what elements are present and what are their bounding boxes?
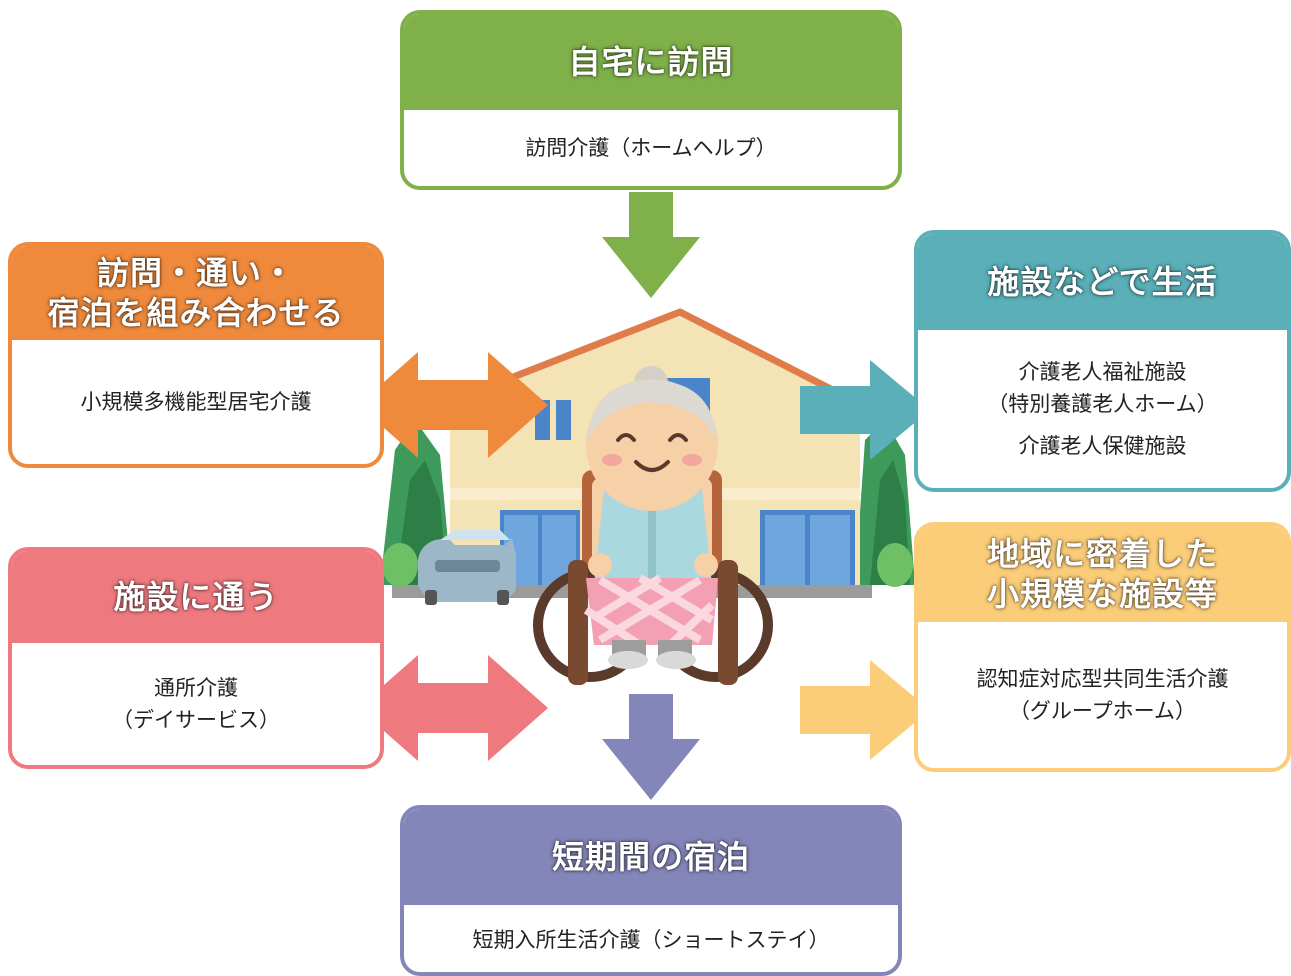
- community-facility-title: 地域に密着した 小規模な施設等: [918, 526, 1287, 622]
- community-facility-body: 認知症対応型共同生活介護 （グループホーム）: [918, 622, 1287, 768]
- short-stay-card: 短期間の宿泊 短期入所生活介護（ショートステイ）: [400, 805, 902, 976]
- day-facility-body: 通所介護 （デイサービス）: [12, 643, 380, 765]
- title-line: 宿泊を組み合わせる: [47, 294, 345, 332]
- tree-icon: [855, 420, 915, 587]
- wheelchair-grandmother-illustration: [533, 366, 773, 685]
- arrow-down-green: [602, 192, 700, 298]
- home-visit-title: 自宅に訪問: [404, 14, 898, 110]
- service-item: 介護老人保健施設: [1018, 434, 1187, 458]
- service-item: 認知症対応型共同生活介護: [976, 667, 1229, 691]
- facility-living-card: 施設などで生活 介護老人福祉施設 （特別養護老人ホーム） 介護老人保健施設: [914, 230, 1291, 492]
- combined-service-card: 訪問・通い・ 宿泊を組み合わせる 小規模多機能型居宅介護: [8, 242, 384, 468]
- title-line: 小規模な施設等: [986, 575, 1218, 613]
- service-item: 介護老人福祉施設: [1018, 360, 1187, 384]
- car-illustration: [418, 530, 516, 605]
- short-stay-title: 短期間の宿泊: [404, 809, 898, 905]
- service-item-note: （特別養護老人ホーム）: [987, 392, 1218, 416]
- title-line: 訪問・通い・: [96, 254, 295, 292]
- combined-service-body: 小規模多機能型居宅介護: [12, 340, 380, 464]
- home-visit-body: 訪問介護（ホームヘルプ）: [404, 110, 898, 186]
- day-facility-card: 施設に通う 通所介護 （デイサービス）: [8, 547, 384, 769]
- home-visit-card: 自宅に訪問 訪問介護（ホームヘルプ）: [400, 10, 902, 190]
- facility-living-title: 施設などで生活: [918, 234, 1287, 330]
- facility-living-body: 介護老人福祉施設 （特別養護老人ホーム） 介護老人保健施設: [918, 330, 1287, 488]
- arrow-down-purple: [602, 694, 700, 800]
- community-facility-card: 地域に密着した 小規模な施設等 認知症対応型共同生活介護 （グループホーム）: [914, 522, 1291, 772]
- service-item: 短期入所生活介護（ショートステイ）: [472, 928, 830, 952]
- service-item-note: （グループホーム）: [1008, 699, 1197, 723]
- arrow-double-orange: [358, 352, 548, 458]
- arrow-double-pink: [358, 655, 548, 761]
- service-item: 訪問介護（ホームヘルプ）: [525, 136, 777, 160]
- day-facility-title: 施設に通う: [12, 551, 380, 643]
- combined-service-title: 訪問・通い・ 宿泊を組み合わせる: [12, 246, 380, 340]
- short-stay-body: 短期入所生活介護（ショートステイ）: [404, 905, 898, 972]
- service-item-note: （デイサービス）: [112, 708, 280, 732]
- arrow-right-teal: [800, 360, 930, 460]
- arrow-right-yellow: [800, 660, 930, 760]
- title-line: 地域に密着した: [986, 535, 1218, 573]
- service-item: 通所介護: [154, 676, 238, 700]
- service-item: 小規模多機能型居宅介護: [80, 390, 312, 414]
